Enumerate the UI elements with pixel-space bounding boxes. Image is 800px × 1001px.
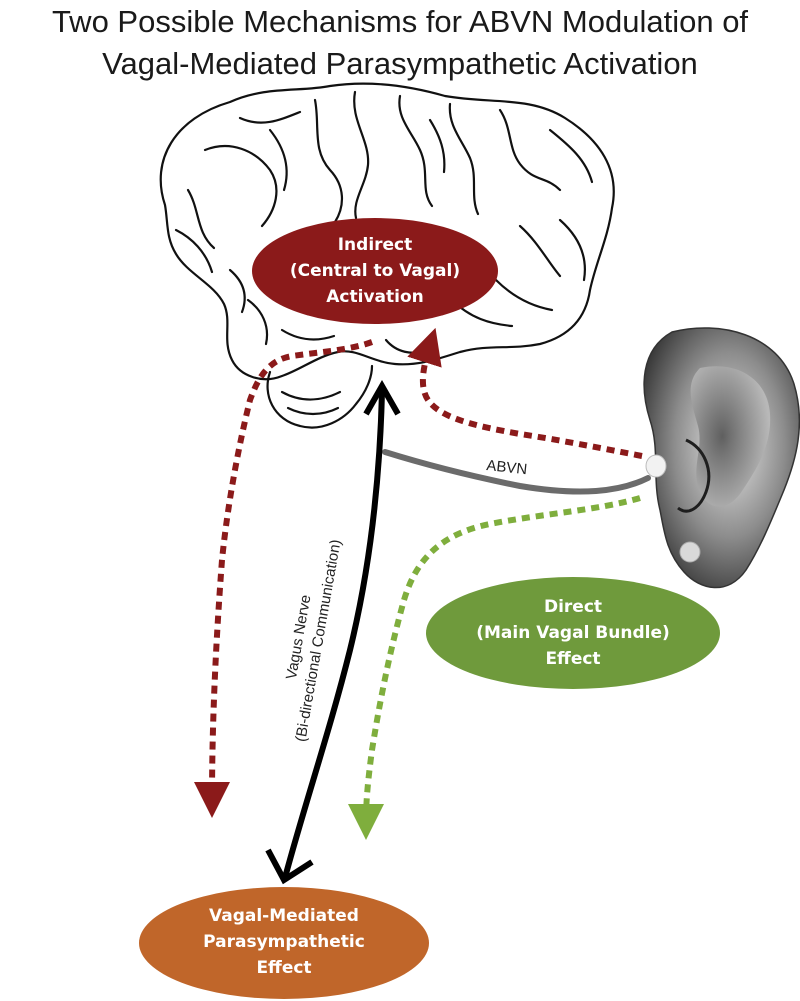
direct-line-2: (Main Vagal Bundle) bbox=[476, 623, 670, 643]
abvn-label: ABVN bbox=[486, 457, 528, 478]
indirect-line-3: Activation bbox=[326, 287, 423, 307]
arrowhead-up bbox=[363, 379, 401, 416]
indirect-activation-oval: Indirect (Central to Vagal) Activation bbox=[252, 218, 498, 324]
effect-line-2: Parasympathetic bbox=[203, 932, 365, 952]
indirect-line-1: Indirect bbox=[338, 235, 413, 255]
brain-illustration bbox=[159, 82, 615, 429]
arrowhead-down bbox=[265, 848, 314, 885]
green-dashed-arrow-ear-to-effect bbox=[348, 495, 641, 840]
title-line-2: Vagal-Mediated Parasympathetic Activatio… bbox=[102, 46, 698, 81]
direct-effect-oval: Direct (Main Vagal Bundle) Effect bbox=[426, 577, 720, 689]
parasympathetic-effect-oval: Vagal-Mediated Parasympathetic Effect bbox=[139, 887, 429, 999]
red-dashed-arrow-ear-to-brain bbox=[407, 327, 643, 459]
vagus-nerve-arrow bbox=[265, 379, 401, 885]
abvn-nerve-line bbox=[382, 449, 651, 495]
title-line-1: Two Possible Mechanisms for ABVN Modulat… bbox=[52, 4, 748, 39]
indirect-line-2: (Central to Vagal) bbox=[290, 261, 460, 281]
effect-line-3: Effect bbox=[256, 958, 311, 978]
effect-line-1: Vagal-Mediated bbox=[209, 906, 359, 926]
ear-electrode-bottom bbox=[679, 541, 701, 563]
ear-electrode-top bbox=[645, 454, 667, 478]
red-dashed-arrow-brain-to-effect bbox=[194, 339, 374, 818]
ear-illustration bbox=[643, 327, 800, 589]
direct-line-1: Direct bbox=[544, 597, 602, 617]
direct-line-3: Effect bbox=[545, 649, 600, 669]
